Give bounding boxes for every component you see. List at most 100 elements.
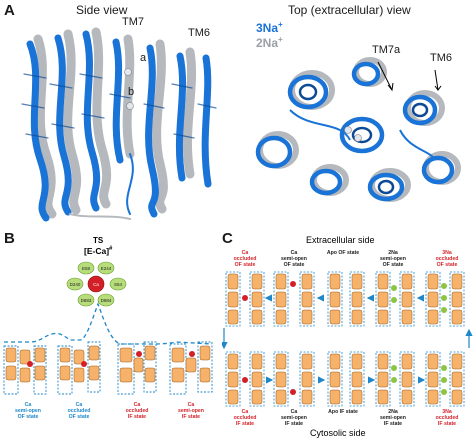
b2-box-right bbox=[87, 341, 101, 393]
site-b-label: b bbox=[128, 86, 135, 98]
b2-box-left bbox=[57, 345, 73, 395]
petal-label-5: D883 bbox=[81, 298, 92, 303]
b-state-2-line2: occluded bbox=[67, 408, 91, 414]
tm6-label: TM6 bbox=[188, 27, 210, 39]
petal-5 bbox=[77, 293, 95, 307]
petal-label-2: E244 bbox=[101, 266, 112, 271]
b-state-2: Ca occluded OF state bbox=[54, 402, 104, 420]
panel-c-letter: C bbox=[222, 230, 233, 247]
panel-b-states bbox=[3, 341, 213, 395]
legend-2na: 2Na+ bbox=[256, 35, 283, 50]
tm7a-label: TM7a bbox=[372, 44, 401, 56]
c-top-state-4: 2Na semi-open OF state bbox=[368, 250, 418, 268]
c-top-state-4-l1: 2Na bbox=[388, 250, 398, 256]
b4-box-left bbox=[169, 343, 187, 395]
b1-box-right bbox=[33, 345, 47, 395]
c-bot-state-2-l1: Ca bbox=[290, 409, 298, 415]
ts-complex-text: [E-Ca] bbox=[84, 246, 110, 256]
site-a-label: a bbox=[140, 52, 147, 64]
c-top-state-1: Ca occluded OF state bbox=[222, 250, 268, 268]
c-top-state-4-l2: semi-open bbox=[380, 256, 406, 262]
c-top-state-4-l3: OF state bbox=[382, 262, 404, 268]
c-bot-state-2-l2: semi-open bbox=[281, 415, 307, 421]
b-state-1-line3: OF state bbox=[17, 414, 39, 420]
ts-complex: [E-Ca]# bbox=[84, 246, 112, 256]
c-top-state-5-l3: OF state bbox=[436, 262, 458, 268]
petal-1 bbox=[77, 261, 95, 275]
tm6-arrow bbox=[434, 69, 439, 91]
side-view-structure bbox=[21, 27, 217, 222]
b-state-3-ion: Ca bbox=[133, 402, 141, 408]
legend-2na-sup: + bbox=[278, 35, 283, 44]
ts-flower: E58 E244 S54 D884 D883 D240 Ca bbox=[66, 261, 127, 307]
petal-label-3: S54 bbox=[114, 282, 123, 287]
petal-label-6: D240 bbox=[70, 282, 81, 287]
legend-2na-label: 2Na bbox=[256, 36, 279, 50]
top-view-structure bbox=[255, 57, 461, 202]
b3-box-right bbox=[143, 341, 157, 393]
b-state-3-line3: IF state bbox=[127, 414, 147, 420]
c-top-state-3: Apo OF state bbox=[322, 250, 364, 256]
b-state-3: Ca occluded IF state bbox=[112, 402, 162, 420]
c-top-state-2-l2: semi-open bbox=[281, 256, 307, 262]
c-bot-state-2: Ca semi-open IF state bbox=[268, 409, 320, 427]
c-top-state-3-l1: Apo OF state bbox=[326, 250, 360, 256]
ca-center bbox=[87, 275, 105, 293]
petal-6 bbox=[66, 277, 84, 291]
ts-sup: # bbox=[109, 246, 113, 253]
panel-c-diagram bbox=[222, 271, 473, 407]
b-state-4: Ca semi-open IF state bbox=[164, 402, 218, 420]
legend-3na-sup: + bbox=[278, 20, 283, 29]
panel-a-letter: A bbox=[4, 2, 15, 19]
b-state-2-line3: OF state bbox=[68, 414, 90, 420]
c-top-state-5-l2: occluded bbox=[435, 256, 459, 262]
extracellular-label: Extracellular side bbox=[306, 235, 375, 245]
c-bot-state-5-l2: occluded bbox=[435, 415, 459, 421]
c-bot-state-4: 2Na semi-open IF state bbox=[368, 409, 418, 427]
c-top-state-5-l1: 3Na bbox=[442, 250, 452, 256]
c-bot-state-5: 3Na occluded IF state bbox=[422, 409, 472, 427]
ion-site-a bbox=[124, 68, 132, 76]
c-bot-state-3-l1: Apo IF state bbox=[328, 409, 358, 415]
petal-2 bbox=[97, 261, 115, 275]
b-state-4-line3: IF state bbox=[181, 414, 201, 420]
b4-box-right bbox=[197, 341, 213, 393]
c-top-state-2-l1: Ca bbox=[290, 250, 298, 256]
petal-label-1: E58 bbox=[82, 266, 91, 271]
c-bot-state-4-l3: IF state bbox=[383, 421, 403, 427]
b-state-4-ion: Ca bbox=[187, 402, 195, 408]
petal-label-4: D884 bbox=[101, 298, 112, 303]
cytosolic-label: Cytosolic side bbox=[310, 428, 366, 438]
side-view-title: Side view bbox=[76, 3, 128, 17]
ts-label: TS bbox=[93, 236, 104, 245]
legend-3na: 3Na+ bbox=[256, 20, 283, 35]
b-state-3-line2: occluded bbox=[125, 408, 149, 414]
top-ion-1 bbox=[344, 126, 352, 134]
c-bot-state-3: Apo IF state bbox=[322, 409, 364, 415]
legend-3na-label: 3Na bbox=[256, 21, 279, 35]
ion-site-b bbox=[126, 102, 134, 110]
b3-box-left bbox=[117, 343, 135, 395]
b-state-1-line2: semi-open bbox=[15, 408, 41, 414]
c-bot-state-1: Ca occluded IF state bbox=[222, 409, 268, 427]
c-top-state-1-l1: Ca bbox=[241, 250, 249, 256]
c-bot-state-1-l3: IF state bbox=[235, 421, 255, 427]
top-view-title: Top (extracellular) view bbox=[288, 3, 411, 17]
b-state-1-ion: Ca bbox=[24, 402, 32, 408]
c-bot-state-1-l2: occluded bbox=[233, 415, 257, 421]
c-top-state-5: 3Na occluded OF state bbox=[422, 250, 472, 268]
tm6-top-label: TM6 bbox=[430, 52, 452, 64]
c-bot-state-4-l2: semi-open bbox=[380, 415, 406, 421]
top-ion-2 bbox=[354, 134, 362, 142]
panel-b-letter: B bbox=[4, 230, 15, 247]
c-bot-state-2-l3: IF state bbox=[284, 421, 304, 427]
c-bot-state-5-l3: IF state bbox=[437, 421, 457, 427]
c-top-state-2-l3: OF state bbox=[283, 262, 305, 268]
c-bot-state-1-l1: Ca bbox=[241, 409, 249, 415]
ca-center-label: Ca bbox=[93, 282, 99, 287]
b-state-4-line2: semi-open bbox=[178, 408, 204, 414]
tm7-label: TM7 bbox=[122, 16, 144, 28]
c-top-state-1-l3: OF state bbox=[234, 262, 256, 268]
petal-3 bbox=[109, 277, 127, 291]
energy-profile bbox=[4, 302, 213, 345]
